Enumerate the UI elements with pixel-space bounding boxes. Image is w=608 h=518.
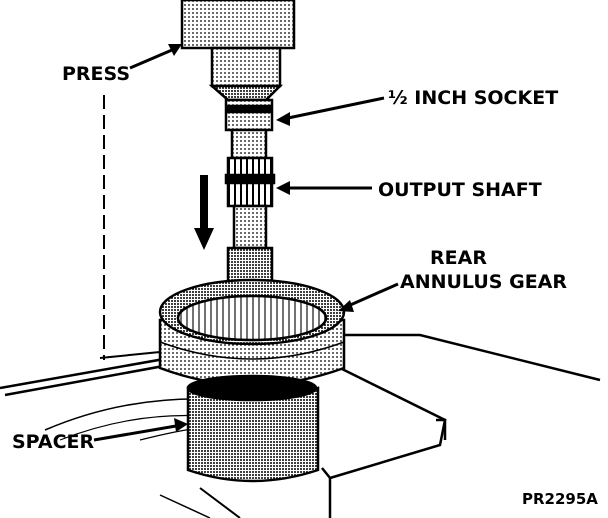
press-ram bbox=[180, 0, 296, 102]
down-arrow-icon bbox=[194, 175, 214, 250]
rear-label-line1: REAR bbox=[430, 247, 487, 269]
spacer-label: SPACER bbox=[12, 431, 94, 453]
figure-code: PR2295A bbox=[522, 490, 598, 508]
output-shaft-label: OUTPUT SHAFT bbox=[378, 179, 542, 201]
rear-annulus-gear bbox=[158, 278, 346, 387]
socket bbox=[224, 98, 274, 160]
rear-label-line2: ANNULUS GEAR bbox=[400, 271, 567, 293]
leader-lines bbox=[93, 44, 399, 442]
spacer bbox=[186, 374, 320, 483]
socket-label: ½ INCH SOCKET bbox=[388, 87, 558, 109]
press-label: PRESS bbox=[62, 63, 130, 85]
